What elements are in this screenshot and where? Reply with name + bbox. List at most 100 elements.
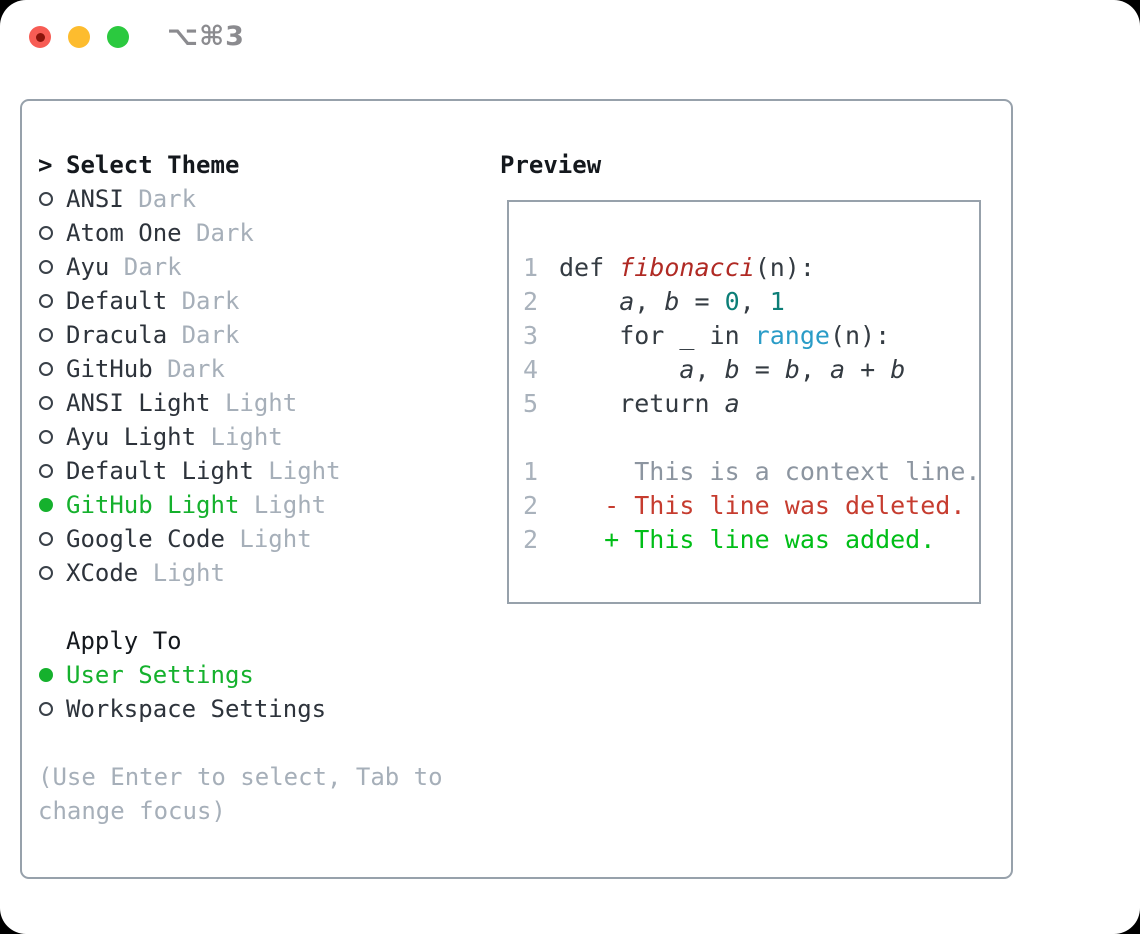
theme-name: ANSI [66, 185, 124, 213]
diff-line: 2 + This line was added. [523, 523, 979, 557]
radio-icon [39, 396, 53, 410]
preview-header: Preview [500, 151, 602, 179]
theme-option[interactable]: Google Code Light [38, 522, 443, 556]
line-number: 2 [523, 287, 539, 316]
close-button[interactable] [29, 26, 51, 48]
diff-line: 2 - This line was deleted. [523, 489, 979, 523]
radio-slot [38, 226, 66, 240]
radio-icon [39, 566, 53, 580]
theme-option[interactable]: GitHub Light Light [38, 488, 443, 522]
code-text: a, b = b, a + b [559, 353, 905, 387]
token-var: a [679, 355, 695, 384]
spacer [38, 726, 443, 760]
code-line: 1 def fibonacci(n): [523, 251, 979, 285]
window-title: ⌥⌘3 [167, 21, 245, 52]
token-plain: def [559, 253, 620, 282]
theme-variant: Light [239, 491, 327, 519]
theme-name: ANSI Light [66, 389, 211, 417]
code-line: 3 for _ in range(n): [523, 319, 979, 353]
token-num: 1 [769, 287, 785, 316]
theme-name: Google Code [66, 525, 225, 553]
radio-slot [38, 396, 66, 410]
token-num: 0 [724, 287, 740, 316]
theme-option[interactable]: Ayu Dark [38, 250, 443, 284]
token-var: b [890, 355, 906, 384]
code-line: 2 a, b = 0, 1 [523, 285, 979, 319]
zoom-button[interactable] [107, 26, 129, 48]
select-theme-header: Select Theme [66, 151, 240, 179]
radio-icon [39, 328, 53, 342]
line-number: 3 [523, 321, 539, 350]
code-text: a, b = 0, 1 [559, 285, 785, 319]
radio-slot [38, 362, 66, 376]
theme-name: GitHub [66, 355, 153, 383]
line-number: 2 [523, 525, 539, 554]
token-fn: fibonacci [619, 253, 755, 282]
radio-icon [39, 532, 53, 546]
radio-icon [39, 668, 53, 682]
theme-option[interactable]: ANSI Dark [38, 182, 443, 216]
radio-icon [39, 702, 53, 716]
code-text: return a [559, 387, 739, 421]
radio-icon [39, 260, 53, 274]
theme-option[interactable]: Default Dark [38, 284, 443, 318]
diff-text-context: This is a context line. [559, 457, 981, 486]
diff-text-deleted: - This line was deleted. [559, 491, 966, 520]
token-var: a [829, 355, 846, 384]
token-plain: (n): [829, 321, 891, 350]
token-plain: (n): [754, 253, 815, 282]
theme-option[interactable]: Ayu Light Light [38, 420, 443, 454]
line-number: 1 [523, 457, 539, 486]
token-plain: , [799, 355, 830, 384]
code-text: for _ in range(n): [559, 319, 890, 353]
apply-to-option[interactable]: User Settings [38, 658, 443, 692]
minimize-button[interactable] [68, 26, 90, 48]
radio-icon [39, 294, 53, 308]
theme-option[interactable]: Dracula Dark [38, 318, 443, 352]
diff-text-added: + This line was added. [559, 525, 936, 554]
close-dot-icon [35, 32, 45, 42]
theme-name: Dracula [66, 321, 168, 349]
radio-slot [38, 192, 66, 206]
token-plain: = [739, 355, 785, 384]
apply-to-header: Apply To [66, 627, 182, 655]
theme-variant: Dark [167, 321, 240, 349]
radio-slot [38, 668, 66, 682]
theme-variant: Light [196, 423, 283, 451]
theme-option[interactable]: GitHub Dark [38, 352, 443, 386]
theme-option[interactable]: Default Light Light [38, 454, 443, 488]
theme-variant: Light [210, 389, 298, 417]
code-line: 5 return a [523, 387, 979, 421]
line-number: 1 [523, 253, 539, 282]
spacer [38, 590, 443, 624]
radio-icon [39, 362, 53, 376]
radio-slot [38, 430, 66, 444]
theme-option[interactable]: Atom One Dark [38, 216, 443, 250]
theme-name: Ayu Light [66, 423, 197, 451]
theme-variant: Light [253, 457, 341, 485]
token-builtin: range [754, 321, 830, 350]
theme-name: XCode [66, 559, 139, 587]
diff-line: 1 This is a context line. [523, 455, 979, 489]
line-number: 2 [523, 491, 539, 520]
token-var: a [619, 287, 635, 316]
token-var: b [724, 355, 740, 384]
theme-option[interactable]: XCode Light [38, 556, 443, 590]
theme-option[interactable]: ANSI Light Light [38, 386, 443, 420]
radio-slot [38, 260, 66, 274]
apply-to-option[interactable]: Workspace Settings [38, 692, 443, 726]
theme-variant: Dark [109, 253, 182, 281]
theme-variant: Dark [152, 355, 225, 383]
theme-name: Default [66, 287, 168, 315]
token-plain [559, 287, 619, 316]
theme-name: Default Light [66, 457, 254, 485]
code-text: def fibonacci(n): [559, 251, 815, 285]
radio-slot [38, 464, 66, 478]
